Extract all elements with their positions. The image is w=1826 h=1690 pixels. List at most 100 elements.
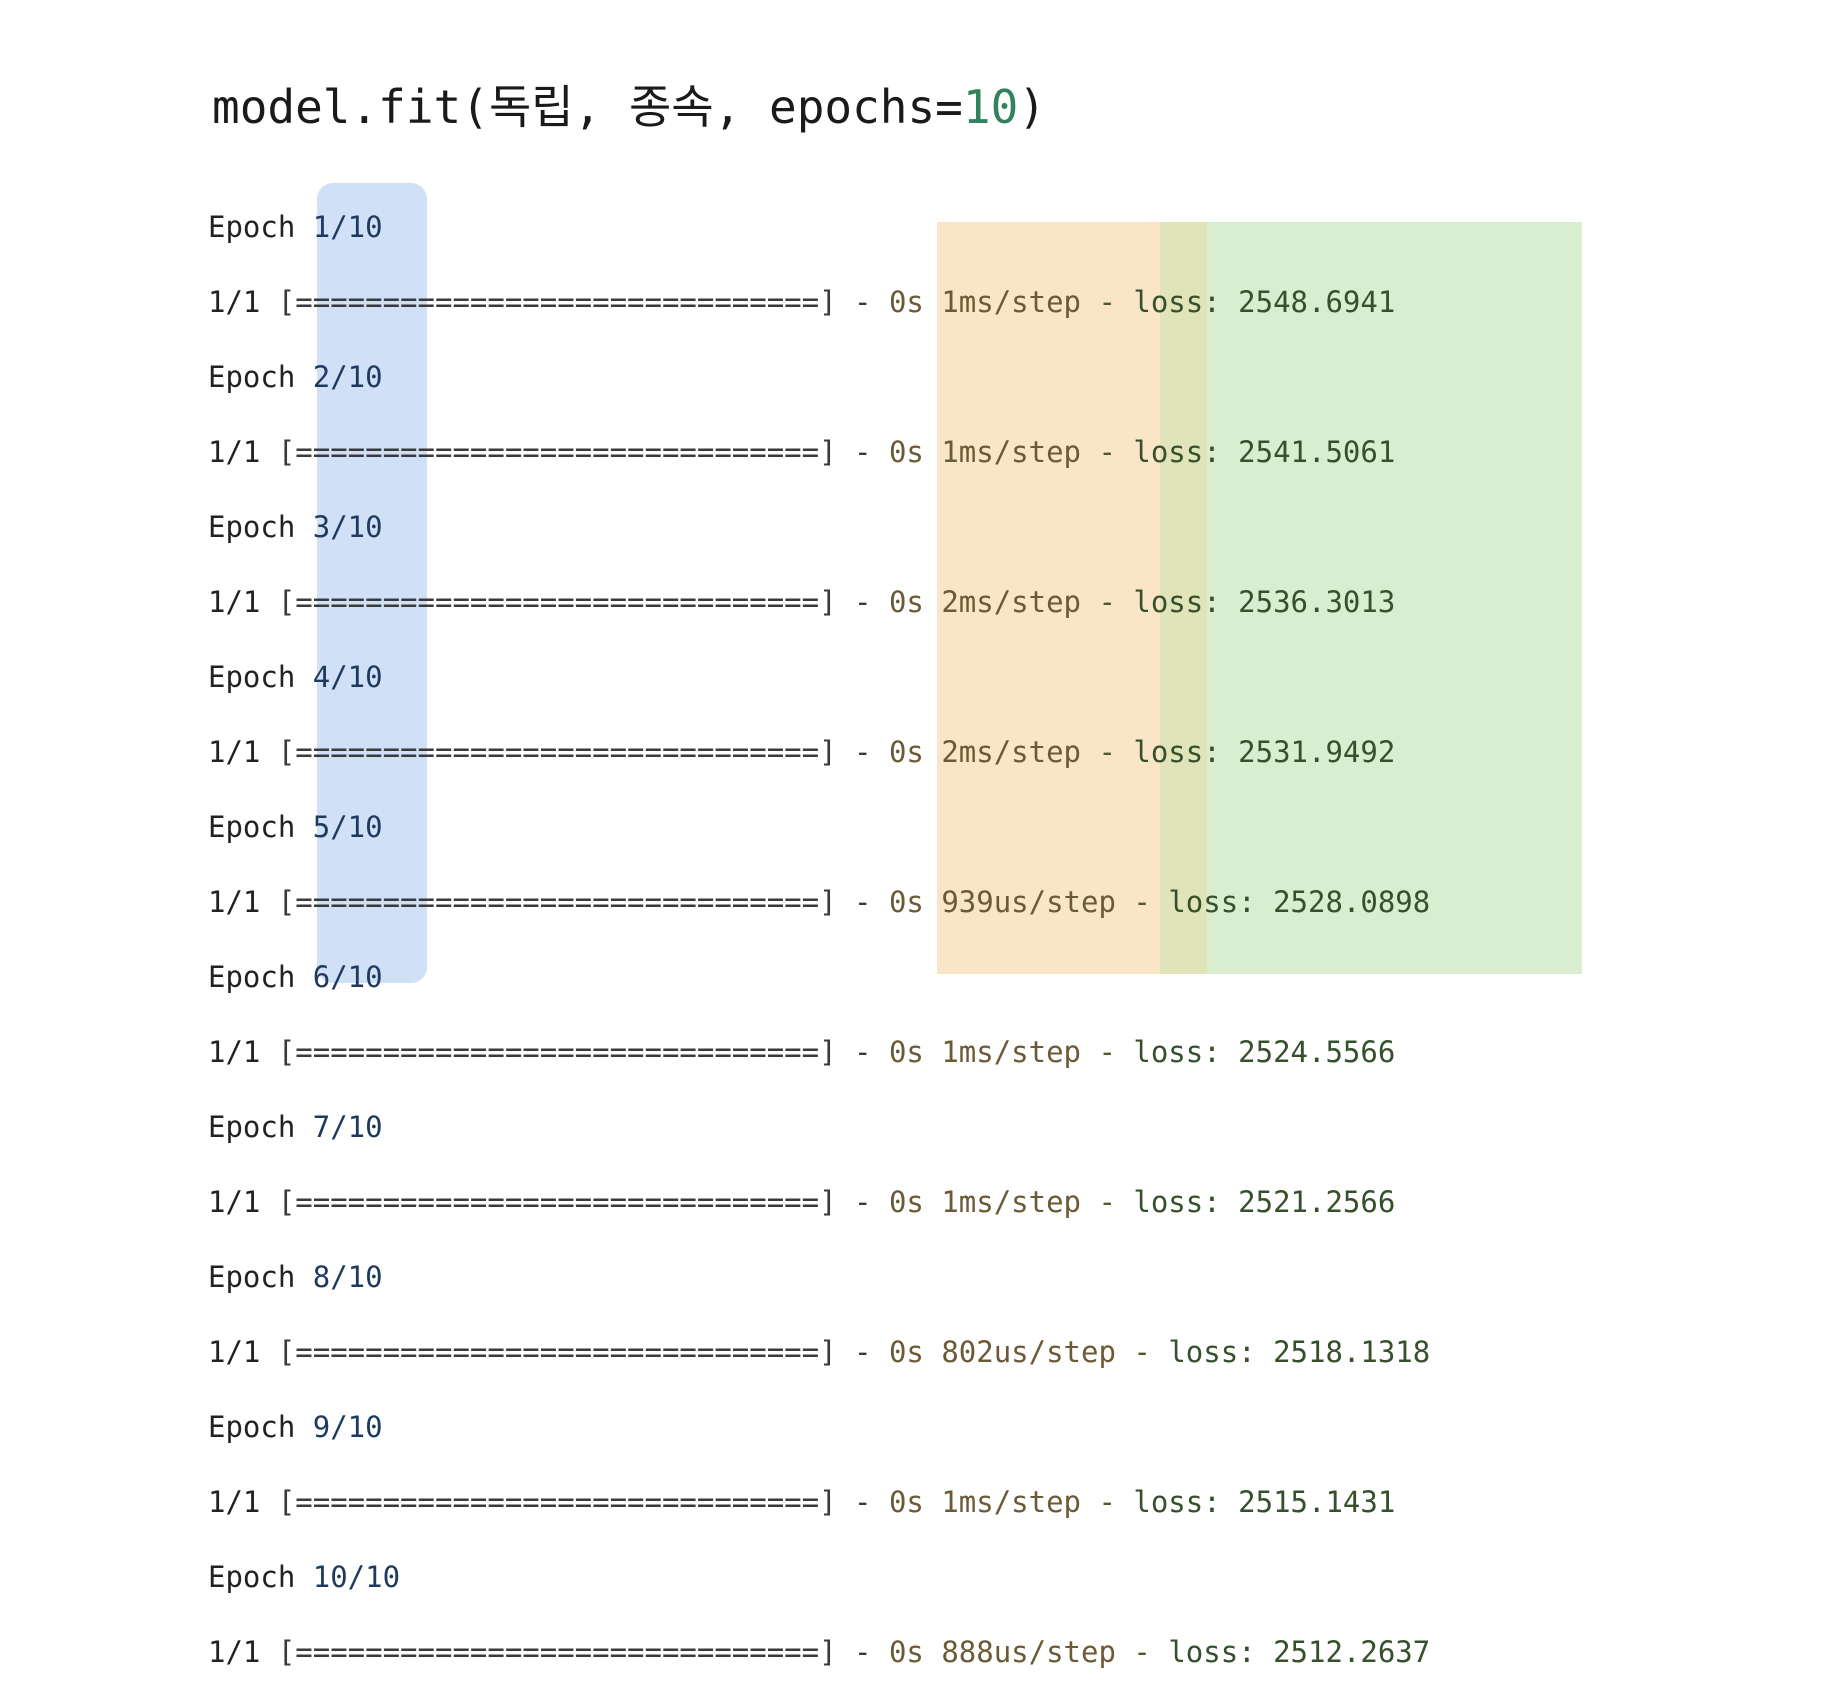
log-separator: - [836, 1485, 889, 1519]
step-timing: 0s 1ms/step [888, 285, 1081, 319]
epoch-counter: 8/10 [312, 1260, 383, 1294]
epoch-counter: 1/10 [312, 210, 383, 244]
step-timing: 0s 2ms/step [888, 585, 1081, 619]
step-timing: 0s 1ms/step [888, 1185, 1081, 1219]
epoch-label: Epoch [208, 510, 313, 544]
step-timing: 0s 2ms/step [888, 735, 1081, 769]
epoch-progress-line: 1/1 [==============================] - 0… [208, 415, 1430, 490]
epoch-progress-line: 1/1 [==============================] - 0… [208, 865, 1430, 940]
epoch-counter: 5/10 [312, 810, 383, 844]
loss-value: loss: 2518.1318 [1168, 1335, 1431, 1369]
epoch-progress-line: 1/1 [==============================] - 0… [208, 715, 1430, 790]
log-separator: - [836, 735, 889, 769]
title-epochs-value: 10 [962, 80, 1019, 134]
epoch-counter: 2/10 [312, 360, 383, 394]
epoch-header-line: Epoch 5/10 [208, 790, 1430, 865]
batch-steps: 1/1 [208, 285, 278, 319]
title-suffix: ) [1018, 80, 1046, 134]
batch-steps: 1/1 [208, 435, 278, 469]
log-separator: - [1115, 1635, 1169, 1669]
batch-steps: 1/1 [208, 585, 278, 619]
log-separator: - [1081, 435, 1134, 469]
progress-bar: [==============================] [277, 435, 837, 469]
loss-value: loss: 2548.6941 [1133, 285, 1396, 319]
epoch-header-line: Epoch 4/10 [208, 640, 1430, 715]
loss-value: loss: 2512.2637 [1168, 1635, 1431, 1669]
epoch-header-line: Epoch 3/10 [208, 490, 1430, 565]
epoch-label: Epoch [208, 210, 313, 244]
log-separator: - [836, 1185, 889, 1219]
log-separator: - [836, 1035, 889, 1069]
epoch-counter: 9/10 [312, 1410, 383, 1444]
batch-steps: 1/1 [208, 1485, 278, 1519]
log-separator: - [836, 1635, 889, 1669]
progress-bar: [==============================] [277, 1485, 837, 1519]
batch-steps: 1/1 [208, 1035, 278, 1069]
log-separator: - [1081, 585, 1134, 619]
epoch-label: Epoch [208, 810, 313, 844]
loss-value: loss: 2541.5061 [1133, 435, 1396, 469]
log-separator: - [1081, 1185, 1134, 1219]
step-timing: 0s 888us/step [888, 1635, 1116, 1669]
step-timing: 0s 1ms/step [888, 435, 1081, 469]
epoch-progress-line: 1/1 [==============================] - 0… [208, 1465, 1430, 1540]
log-separator: - [836, 285, 889, 319]
epoch-counter: 6/10 [312, 960, 383, 994]
log-separator: - [836, 585, 889, 619]
progress-bar: [==============================] [277, 1185, 837, 1219]
log-separator: - [1081, 285, 1134, 319]
epoch-label: Epoch [208, 1560, 313, 1594]
epoch-header-line: Epoch 10/10 [208, 1540, 1430, 1615]
log-separator: - [1115, 885, 1169, 919]
page-title: model.fit(독립, 종속, epochs=10) [212, 78, 1046, 136]
progress-bar: [==============================] [277, 735, 837, 769]
epoch-label: Epoch [208, 1260, 313, 1294]
log-separator: - [836, 1335, 889, 1369]
log-separator: - [1115, 1335, 1169, 1369]
epoch-header-line: Epoch 7/10 [208, 1090, 1430, 1165]
loss-value: loss: 2528.0898 [1168, 885, 1431, 919]
batch-steps: 1/1 [208, 885, 278, 919]
epoch-progress-line: 1/1 [==============================] - 0… [208, 1015, 1430, 1090]
batch-steps: 1/1 [208, 1635, 278, 1669]
epoch-progress-line: 1/1 [==============================] - 0… [208, 265, 1430, 340]
epoch-header-line: Epoch 8/10 [208, 1240, 1430, 1315]
epoch-counter: 3/10 [312, 510, 383, 544]
batch-steps: 1/1 [208, 1335, 278, 1369]
progress-bar: [==============================] [277, 885, 837, 919]
epoch-label: Epoch [208, 1110, 313, 1144]
batch-steps: 1/1 [208, 735, 278, 769]
epoch-label: Epoch [208, 1410, 313, 1444]
log-separator: - [1081, 735, 1134, 769]
log-separator: - [1081, 1485, 1134, 1519]
epoch-progress-line: 1/1 [==============================] - 0… [208, 1315, 1430, 1390]
epoch-label: Epoch [208, 360, 313, 394]
epoch-progress-line: 1/1 [==============================] - 0… [208, 1165, 1430, 1240]
epoch-progress-line: 1/1 [==============================] - 0… [208, 565, 1430, 640]
log-separator: - [836, 435, 889, 469]
progress-bar: [==============================] [277, 1035, 837, 1069]
epoch-header-line: Epoch 1/10 [208, 190, 1430, 265]
epoch-header-line: Epoch 9/10 [208, 1390, 1430, 1465]
batch-steps: 1/1 [208, 1185, 278, 1219]
log-separator: - [1081, 1035, 1134, 1069]
epoch-progress-line: 1/1 [==============================] - 0… [208, 1615, 1430, 1690]
step-timing: 0s 802us/step [888, 1335, 1116, 1369]
loss-value: loss: 2524.5566 [1133, 1035, 1396, 1069]
progress-bar: [==============================] [277, 1335, 837, 1369]
epoch-counter: 7/10 [312, 1110, 383, 1144]
progress-bar: [==============================] [277, 1635, 837, 1669]
progress-bar: [==============================] [277, 285, 837, 319]
epoch-counter: 4/10 [312, 660, 383, 694]
step-timing: 0s 1ms/step [888, 1485, 1081, 1519]
epoch-counter: 10/10 [312, 1560, 401, 1594]
step-timing: 0s 939us/step [888, 885, 1116, 919]
loss-value: loss: 2521.2566 [1133, 1185, 1396, 1219]
epoch-header-line: Epoch 2/10 [208, 340, 1430, 415]
log-separator: - [836, 885, 889, 919]
epoch-header-line: Epoch 6/10 [208, 940, 1430, 1015]
loss-value: loss: 2536.3013 [1133, 585, 1396, 619]
progress-bar: [==============================] [277, 585, 837, 619]
step-timing: 0s 1ms/step [888, 1035, 1081, 1069]
